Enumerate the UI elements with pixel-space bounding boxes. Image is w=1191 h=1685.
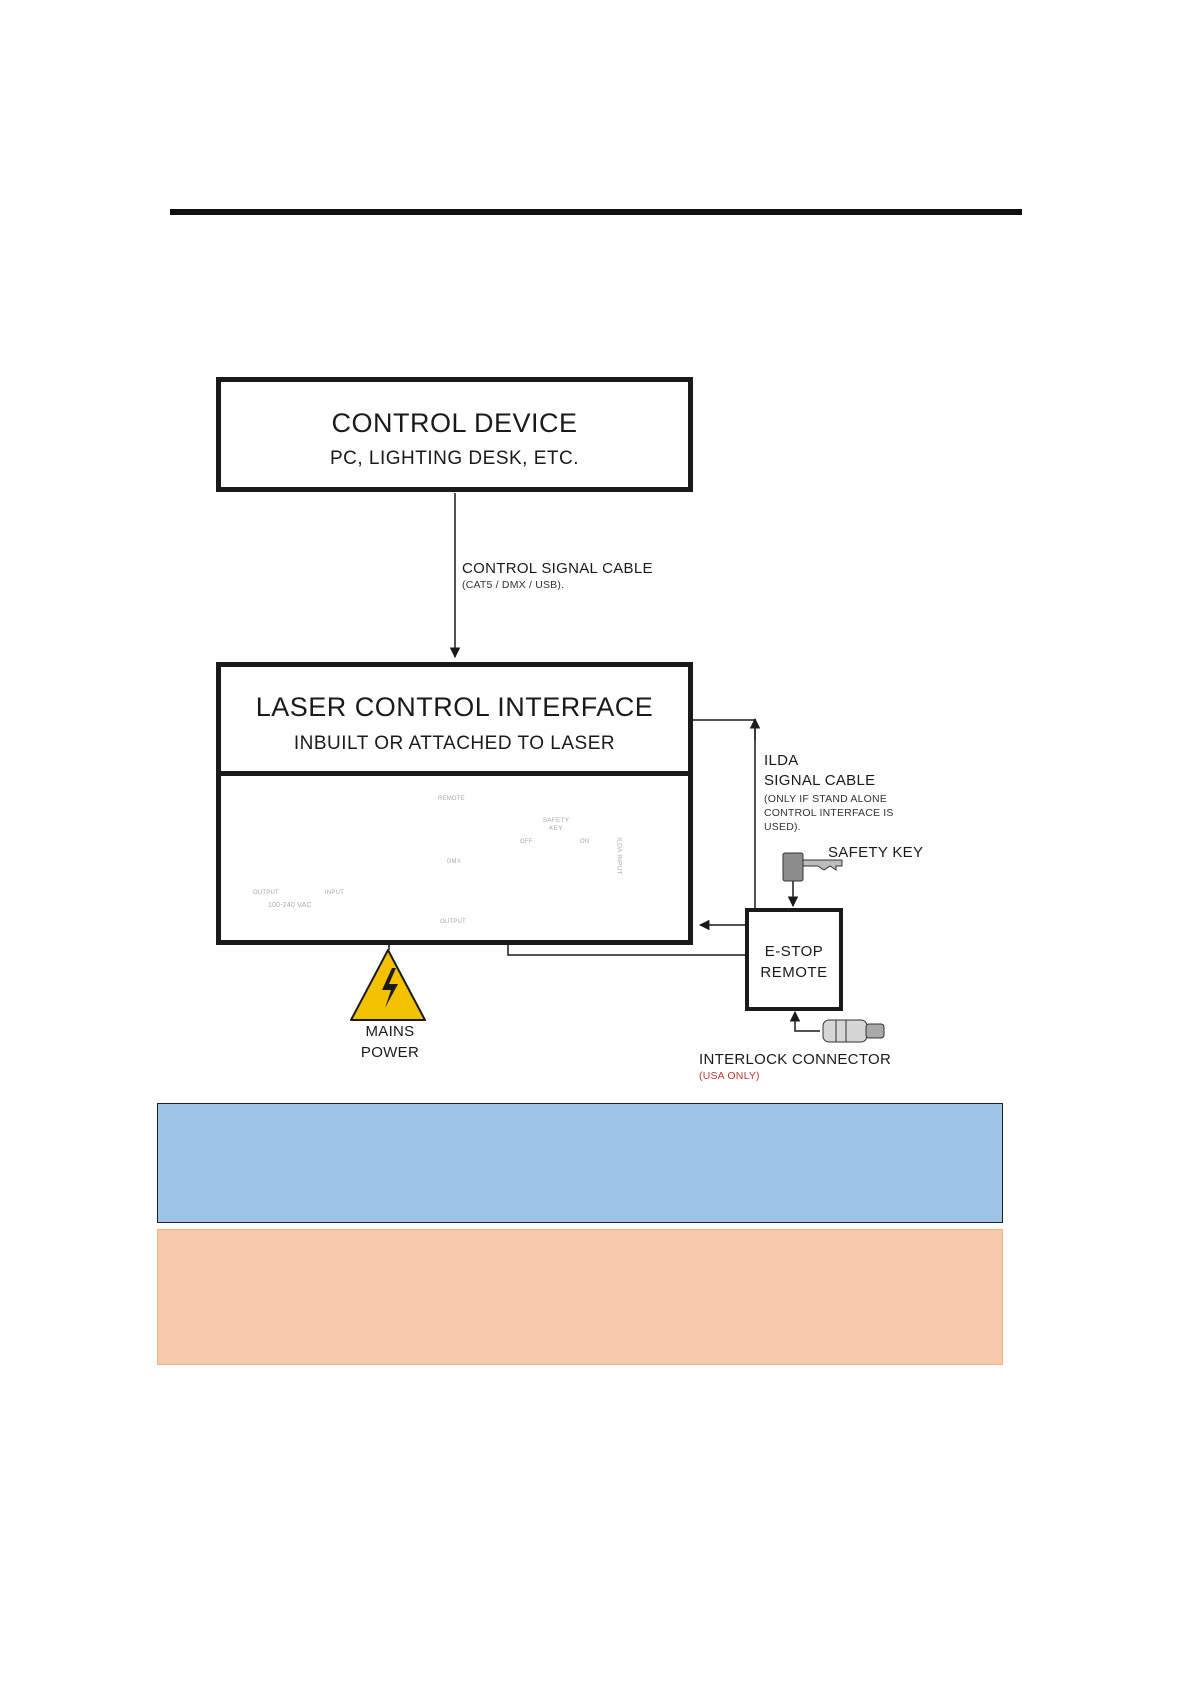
panel-input-label: INPUT [325,890,344,896]
interlock-usa-only-note: (USA ONLY) [699,1070,760,1082]
hazard-warning-icon [350,949,426,1021]
ilda-cable-label-1: ILDA [764,752,799,769]
panel-ilda-input-label: ILDA INPUT [615,837,623,875]
estop-label-1: E-STOP [764,943,824,960]
control-device-subtitle: PC, LIGHTING DESK, ETC. [329,448,580,469]
panel-voltage-label: 100-240 VAC [268,902,312,909]
panel-remote-label: REMOTE [438,796,465,802]
laser-control-interface-box: LASER CONTROL INTERFACE INBUILT OR ATTAC… [216,662,693,776]
control-signal-cable-note: (CAT5 / DMX / USB). [462,579,565,591]
ilda-cable-note-1: (ONLY IF STAND ALONE [764,793,888,805]
rear-panel-box [216,771,693,945]
estop-remote-box: E-STOP REMOTE [745,908,843,1011]
control-device-title: CONTROL DEVICE [331,408,578,438]
mains-power-label-2: POWER [360,1044,420,1061]
panel-off-label: OFF [520,839,533,845]
ilda-cable-line [692,719,756,931]
panel-on-label: ON [580,839,590,845]
header-rule [170,209,1022,215]
interlock-arrow [789,1010,820,1032]
panel-safety-key-label-1: SAFETY [542,817,570,824]
control-signal-cable-label: CONTROL SIGNAL CABLE [462,560,653,577]
panel-dmx-output-label: OUTPUT [440,919,466,925]
laser-control-interface-title: LASER CONTROL INTERFACE [255,692,654,722]
estop-label-2: REMOTE [760,964,828,981]
panel-output-label: OUTPUT [253,890,279,896]
ilda-cable-note-3: USED). [764,821,801,833]
safety-key-label: SAFETY KEY [828,844,924,861]
panel-dmx-label: DMX [447,859,461,865]
ilda-cable-label-2: SIGNAL CABLE [764,772,876,789]
interlock-connector-label: INTERLOCK CONNECTOR [699,1051,892,1068]
interlock-connector-icon [822,1019,885,1043]
notice-box-blue [157,1103,1003,1223]
safety-key-icon [782,852,843,882]
panel-safety-key-label-2: KEY [549,825,563,832]
mains-power-label-1: MAINS [365,1023,415,1040]
notice-box-orange [157,1229,1003,1365]
laser-control-interface-subtitle: INBUILT OR ATTACHED TO LASER [293,733,616,754]
ilda-cable-note-2: CONTROL INTERFACE IS [764,807,894,819]
control-device-box: CONTROL DEVICE PC, LIGHTING DESK, ETC. [216,377,693,492]
